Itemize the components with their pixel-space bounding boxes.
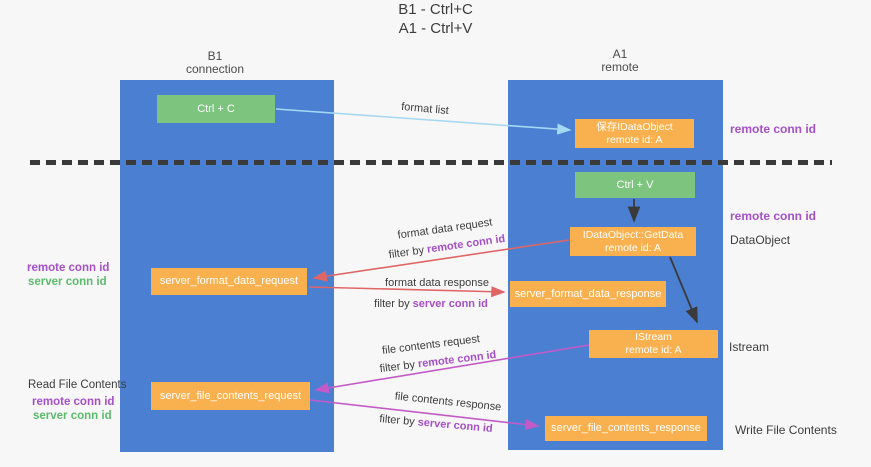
node-ctrl-c: Ctrl + C bbox=[157, 95, 275, 123]
filter-by-text: filter by bbox=[388, 243, 428, 262]
node-server-format-data-request-label: server_format_data_request bbox=[159, 275, 299, 287]
flow-label-format-list: format list bbox=[400, 100, 450, 118]
node-idataobject-getdata: IDataObject::GetData remote id: A bbox=[570, 227, 696, 256]
node-server-format-data-response-label: server_format_data_response bbox=[514, 287, 662, 300]
node-server-format-data-request: server_format_data_request bbox=[151, 268, 307, 295]
label-write-file-contents: Write File Contents bbox=[735, 423, 837, 437]
flow-label-file-contents-response: file contents response bbox=[394, 390, 502, 414]
server-conn-id-text: server conn id bbox=[412, 298, 488, 310]
node-server-file-contents-request: server_file_contents_request bbox=[151, 382, 310, 410]
node-ctrl-v: Ctrl + V bbox=[575, 172, 695, 198]
left-column-header: B1 connection bbox=[135, 50, 295, 76]
node-idataobject-getdata-line2: remote id: A bbox=[604, 241, 662, 254]
title-line-2: A1 - Ctrl+V bbox=[398, 20, 473, 37]
right-column-name: A1 bbox=[612, 47, 628, 61]
diagram-title: B1 - Ctrl+C A1 - Ctrl+V bbox=[0, 0, 871, 38]
filter-by-text: filter by bbox=[374, 298, 413, 310]
node-ctrl-c-label: Ctrl + C bbox=[197, 102, 235, 115]
label-read-file-contents: Read File Contents bbox=[28, 379, 127, 391]
node-ctrl-v-label: Ctrl + V bbox=[616, 178, 654, 191]
title-line-1: B1 - Ctrl+C bbox=[398, 1, 473, 18]
label-remote-conn-id-top-right: remote conn id bbox=[730, 122, 817, 136]
label-remote-conn-id-mid-right: remote conn id bbox=[730, 209, 817, 223]
remote-conn-id-text: remote conn id bbox=[426, 232, 506, 256]
label-istream: Istream bbox=[729, 340, 770, 354]
node-save-idataobject-line1: 保存IDataObject bbox=[596, 120, 673, 133]
flow-label-filter-server-1: filter by server conn id bbox=[374, 298, 488, 310]
node-istream-line1: IStream bbox=[635, 331, 672, 343]
node-save-idataobject: 保存IDataObject remote id: A bbox=[575, 119, 694, 148]
node-server-file-contents-response: server_file_contents_response bbox=[545, 416, 707, 441]
right-column-header: A1 remote bbox=[540, 48, 700, 74]
label-server-conn-id-left1: server conn id bbox=[28, 276, 107, 288]
filter-by-text: filter by bbox=[378, 413, 419, 429]
node-server-file-contents-response-label: server_file_contents_response bbox=[551, 422, 701, 434]
filter-by-text: filter by bbox=[379, 358, 419, 376]
label-server-conn-id-left2: server conn id bbox=[33, 410, 112, 422]
flow-label-filter-server-2: filter by server conn id bbox=[379, 413, 493, 435]
flow-label-format-data-response: format data response bbox=[385, 277, 489, 289]
left-column-name: B1 bbox=[207, 49, 223, 63]
label-dataobject: DataObject bbox=[730, 233, 791, 247]
node-server-format-data-response: server_format_data_response bbox=[510, 281, 666, 307]
node-save-idataobject-line2: remote id: A bbox=[606, 133, 663, 146]
node-istream-line2: remote id: A bbox=[625, 344, 682, 356]
left-column-subtitle: connection bbox=[185, 62, 245, 76]
label-remote-conn-id-left1: remote conn id bbox=[27, 262, 110, 274]
right-column-subtitle: remote bbox=[601, 60, 639, 74]
remote-conn-id-text: remote conn id bbox=[417, 348, 497, 371]
node-istream: IStream remote id: A bbox=[589, 330, 718, 358]
node-server-file-contents-request-label: server_file_contents_request bbox=[159, 389, 302, 402]
label-remote-conn-id-left2: remote conn id bbox=[32, 396, 115, 408]
phase-separator-dashed-line bbox=[30, 160, 832, 165]
node-idataobject-getdata-line1: IDataObject::GetData bbox=[582, 228, 684, 241]
server-conn-id-text: server conn id bbox=[417, 416, 494, 435]
